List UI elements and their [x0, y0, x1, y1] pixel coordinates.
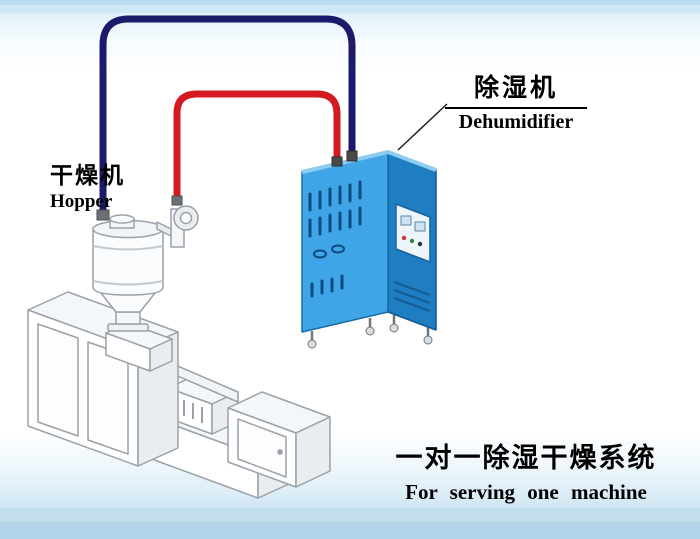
hopper-flange: [107, 323, 149, 332]
dehumidifier-unit: [301, 150, 437, 349]
panel-button: [417, 241, 423, 247]
hopper-dryer: [92, 205, 199, 332]
dehumidifier-vent-slots: [308, 180, 362, 298]
hopper-label-en: Hopper: [50, 191, 113, 212]
dehumidifier-oval-vents: [313, 244, 345, 259]
hopper-inlet-fitting: [96, 209, 110, 221]
dehumidifier-label-en: Dehumidifier: [458, 111, 574, 133]
machine-door-panel-1: [37, 323, 79, 437]
hopper-loader: [156, 205, 199, 248]
dehumidifier-label: 除湿机 Dehumidifier: [445, 68, 587, 134]
loader-inlet-fitting: [171, 195, 183, 206]
dehumidifier-control-panel: [395, 203, 431, 263]
dehumidifier-side-louvers: [393, 281, 431, 312]
red-hose-fitting: [331, 156, 343, 167]
pipe-fittings: [96, 195, 183, 221]
panel-indicator-red: [401, 235, 407, 241]
hopper-label: 干燥机 Hopper: [50, 156, 125, 213]
blue-hose-fitting: [346, 150, 358, 162]
dehumidifier-pointer-line: [397, 103, 448, 151]
dry-air-pipe-red: [173, 90, 341, 203]
dehumidifier-front-face: [301, 151, 389, 333]
panel-indicator-green: [409, 238, 415, 244]
hopper-label-cn: 干燥机: [50, 163, 125, 189]
loader-connector: [156, 221, 172, 237]
dehumidifier-top-edge: [301, 150, 437, 174]
panel-display-2: [414, 221, 426, 232]
machine-right-unit: [227, 391, 331, 488]
pipes: [99, 15, 356, 216]
machine-left-cabinet: [27, 291, 179, 467]
dehumidifier-label-cn: 除湿机: [445, 68, 587, 109]
system-caption-en: For serving one machine: [405, 480, 647, 504]
extruder-machine: [27, 291, 331, 499]
dehumidifier-casters: [307, 315, 433, 349]
system-caption-cn: 一对一除湿干燥系统: [395, 443, 657, 474]
hopper-body: [92, 228, 164, 296]
panel-display-1: [400, 215, 412, 226]
system-caption: 一对一除湿干燥系统 For serving one machine: [380, 436, 672, 505]
hopper-neck: [115, 311, 141, 325]
return-air-pipe-blue: [99, 15, 356, 216]
machine-door-panel-right: [237, 418, 287, 478]
